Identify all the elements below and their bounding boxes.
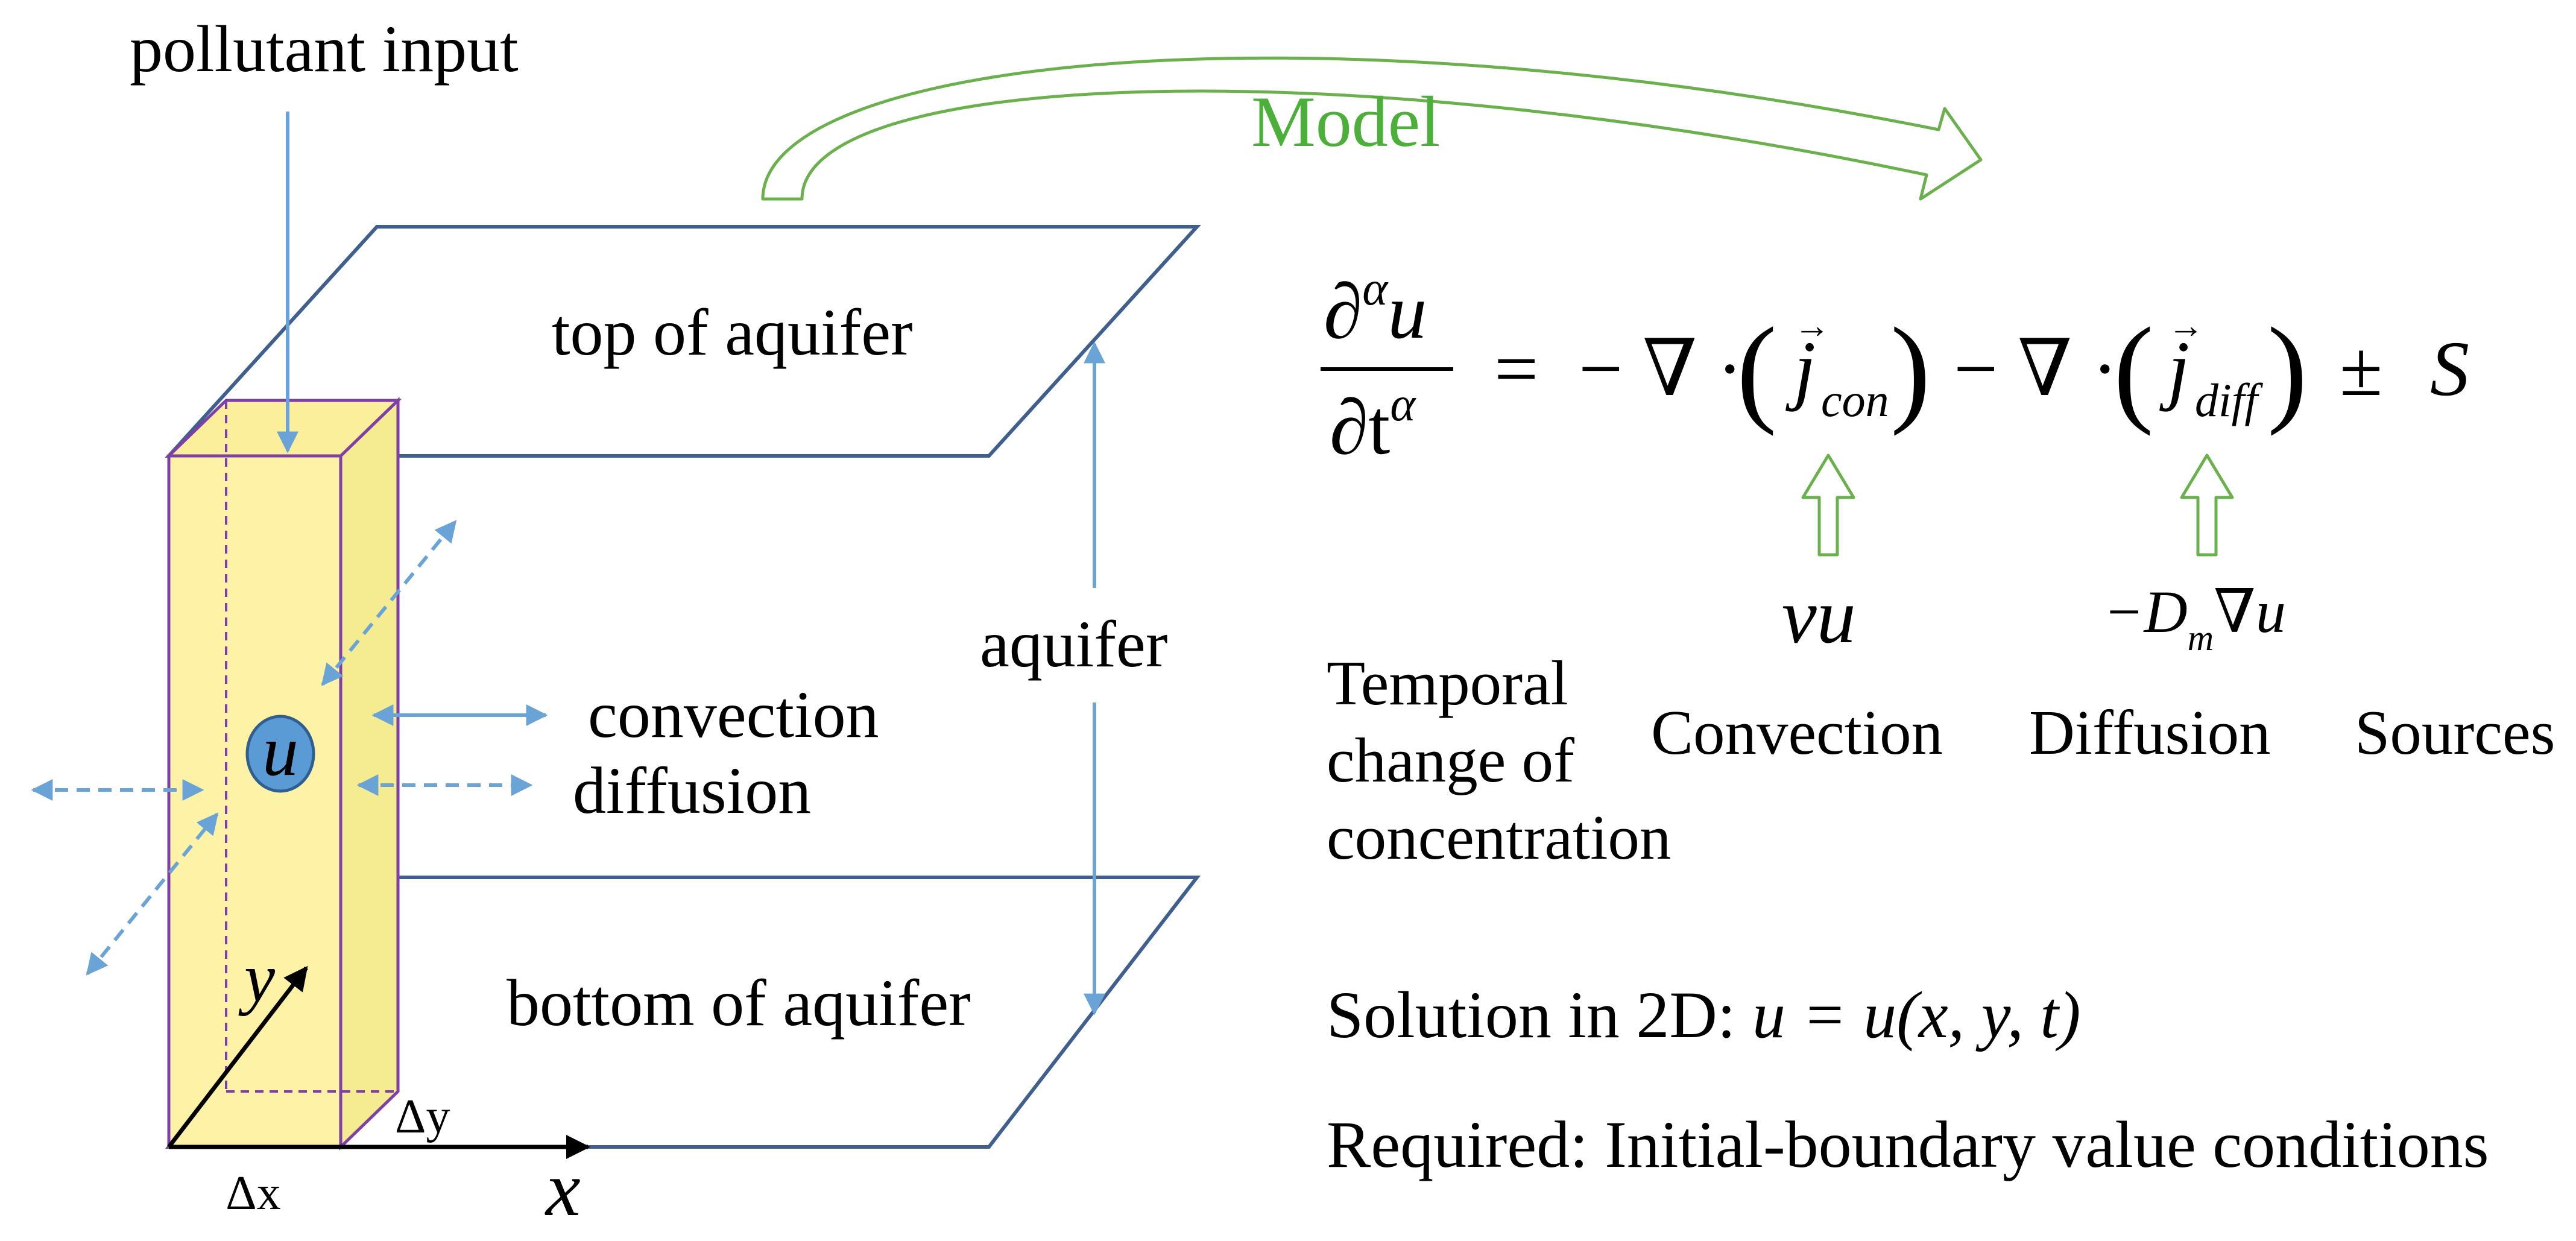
eq-term2-operator: − ∇ · [1954,326,2118,412]
eq-term2-paren-open: ( [2114,303,2154,437]
column-front-face [167,454,343,1149]
convection-expression: vu [1782,573,1856,660]
eq-term2-paren-close: ) [2267,303,2308,437]
eq-term1-paren-close: ) [1890,303,1931,437]
solution-line: Solution in 2D: u = u(x, y, t) [1327,978,2081,1052]
delta-y-label: Δy [395,1090,450,1143]
governing-equation: ∂αu ∂tα = − ∇ · ( → j con ) − ∇ · ( → j … [1321,262,2469,471]
eq-term1-operator: − ∇ · [1579,326,1743,412]
eq-plus-minus: ± [2340,326,2382,412]
top-of-aquifer-label: top of aquifer [552,295,913,369]
diffusion-arrow-diag-lower [86,812,219,976]
sources-term-label: Sources [2355,697,2555,768]
temporal-label-line3: concentration [1327,802,1671,873]
eq-term1-j: j [1785,326,1816,412]
eq-term2-j: j [2159,326,2189,412]
diffusion-label: diffusion [573,754,811,827]
term-labels: Temporal change of concentration Convect… [1327,648,2555,873]
diffusion-arrows [31,520,533,976]
diffusion-hollow-up-arrow [2180,453,2234,557]
pollutant-input-label: pollutant input [130,12,519,86]
eq-term2-vec-arrow: → [2168,306,2204,346]
model-label: Model [1251,81,1440,162]
y-axis-label: y [238,939,276,1016]
concentration-u-circle [245,715,315,793]
eq-term1-subscript: con [1821,374,1889,426]
convection-label: convection [588,678,879,751]
top-plane [165,225,1201,458]
column-top-face [165,399,402,458]
diffusion-arrow-diag-upper [321,520,457,686]
convection-term-label: Convection [1651,697,1943,768]
eq-term2-subscript: diff [2195,374,2263,426]
model-curved-arrow [761,56,1983,201]
diffusion-term-label: Diffusion [2029,697,2271,768]
temporal-label-line2: change of [1327,725,1574,795]
x-axis-label: x [545,1146,581,1233]
eq-lhs-numerator: ∂αu [1324,262,1427,355]
y-axis-arrow [167,965,308,1149]
eq-equals: = [1494,326,1538,412]
bottom-of-aquifer-label: bottom of aquifer [507,966,971,1040]
eq-lhs-denominator: ∂tα [1330,378,1416,471]
diffusion-expression: −Dm∇u [2103,578,2286,658]
temporal-label-line1: Temporal [1327,648,1568,718]
concentration-u-label: u [262,710,298,791]
eq-source: S [2430,326,2469,412]
convection-hollow-up-arrow [1801,453,1855,557]
required-line: Required: Initial-boundary value conditi… [1327,1108,2489,1181]
eq-term1-paren-open: ( [1737,303,1777,437]
eq-term1-vec-arrow: → [1794,306,1830,346]
column-side-face [339,397,400,1151]
delta-x-label: Δx [226,1167,280,1220]
aquifer-label: aquifer [980,607,1167,681]
